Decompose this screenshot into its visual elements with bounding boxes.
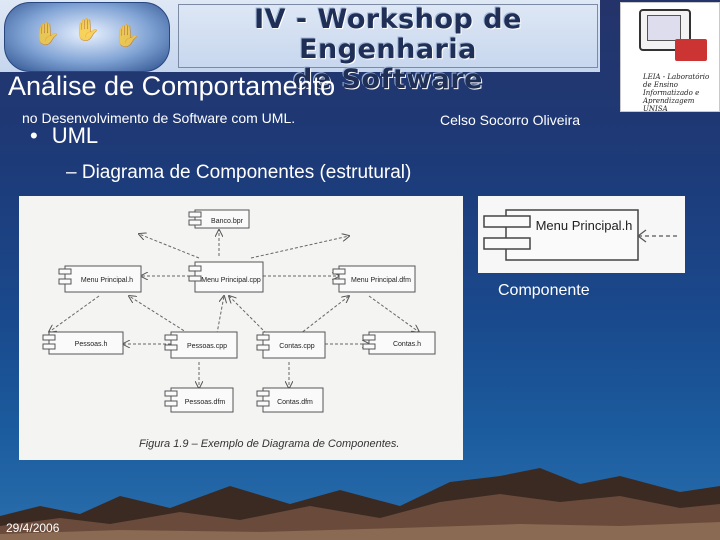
screen-icon [647, 15, 681, 41]
mountain-landscape [0, 446, 720, 540]
component-menu-cpp-label: Menu Principal.cpp [201, 277, 261, 284]
footer-date: 29/4/2006 [6, 521, 59, 535]
workshop-title-line1: IV - Workshop de Engenharia [179, 5, 597, 65]
component-menu-h-label: Menu Principal.h [81, 277, 133, 284]
component-contas-cpp: Contas.cpp [257, 332, 325, 358]
event-logo: ✋ ✋ ✋ [4, 2, 170, 72]
component-contas-dfm-label: Contas.dfm [277, 399, 313, 406]
slide-title: Análise de Comportamento [8, 70, 335, 102]
bullet-uml: • UML [30, 123, 98, 149]
logo-hand-icon: ✋ [113, 23, 140, 49]
component-contas-h: Contas.h [363, 332, 435, 354]
bullet-uml-text: UML [52, 123, 98, 148]
component-contas-dfm: Contas.dfm [257, 388, 323, 412]
component-menu-dfm: Menu Principal.dfm [333, 266, 415, 292]
workshop-title: IV - Workshop de Engenharia de Software [178, 4, 598, 68]
author-name: Celso Socorro Oliveira [440, 112, 580, 128]
component-menu-h: Menu Principal.h [59, 266, 141, 292]
component-diagram-svg: Banco.bpr Menu Principal.h Menu Principa… [19, 196, 463, 460]
component-menu-dfm-label: Menu Principal.dfm [351, 277, 411, 284]
component-banco: Banco.bpr [189, 210, 249, 228]
component-pessoas-cpp: Pessoas.cpp [165, 332, 237, 358]
component-diagram-figure: Banco.bpr Menu Principal.h Menu Principa… [19, 196, 463, 460]
component-pessoas-cpp-label: Pessoas.cpp [187, 343, 227, 350]
component-menu-cpp: Menu Principal.cpp [189, 262, 263, 292]
bullet-dot-icon: • [30, 123, 38, 148]
component-pessoas-dfm-label: Pessoas.dfm [185, 399, 226, 406]
workshop-banner: ✋ ✋ ✋ IV - Workshop de Engenharia de Sof… [0, 0, 600, 72]
component-zoom-figure: Menu Principal.h [478, 196, 685, 273]
logo-hand-icon: ✋ [73, 17, 100, 43]
logo-hand-icon: ✋ [33, 21, 60, 47]
zoom-component-label: Menu Principal.h [536, 218, 633, 233]
component-pessoas-h: Pessoas.h [43, 332, 123, 354]
dependency-arrows [49, 230, 419, 388]
sub-bullet-diagram: – Diagrama de Componentes (estrutural) [66, 162, 411, 184]
component-banco-label: Banco.bpr [211, 218, 244, 225]
component-zoom-svg: Menu Principal.h [478, 196, 685, 273]
leia-logo-text: LEIA - Laboratório de Ensino Informatiza… [643, 73, 717, 113]
component-pessoas-h-label: Pessoas.h [75, 341, 108, 348]
component-boxes: Banco.bpr Menu Principal.h Menu Principa… [43, 210, 435, 412]
book-icon [675, 39, 707, 61]
component-pessoas-dfm: Pessoas.dfm [165, 388, 233, 412]
leia-logo: LEIA - Laboratório de Ensino Informatiza… [620, 2, 720, 112]
component-contas-cpp-label: Contas.cpp [279, 343, 315, 350]
component-contas-h-label: Contas.h [393, 341, 421, 348]
component-caption: Componente [498, 282, 590, 300]
